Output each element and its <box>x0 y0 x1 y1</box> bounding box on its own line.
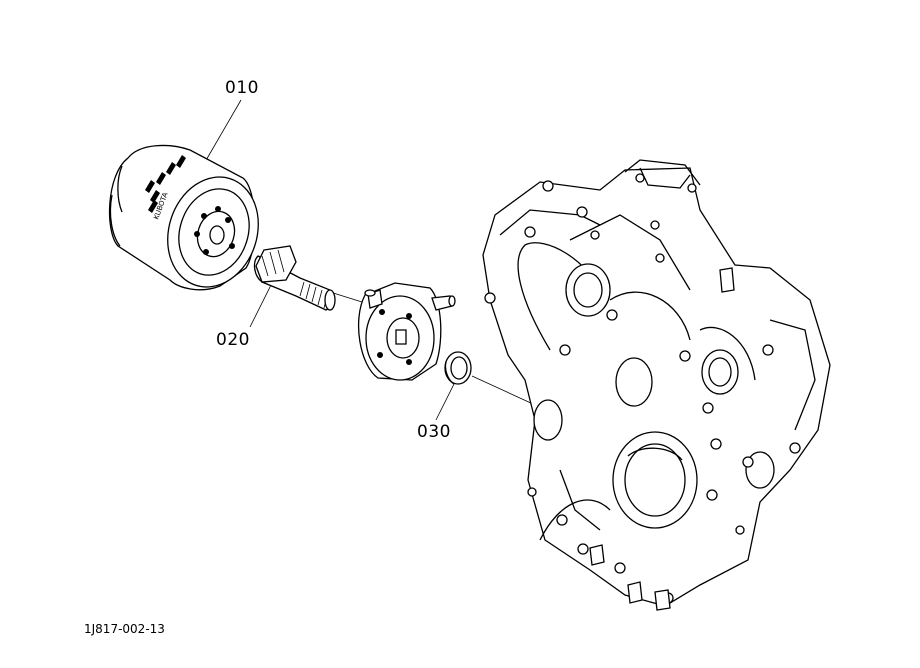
o-ring <box>444 351 472 385</box>
leader-030 <box>435 379 457 421</box>
oil-filter: KUBOTA <box>108 144 259 291</box>
leader-010 <box>204 99 242 163</box>
oil-cooler <box>358 282 456 381</box>
figure-code: 1J817-002-13 <box>84 622 165 636</box>
callout-020: 020 <box>216 330 250 350</box>
callout-030: 030 <box>417 422 451 442</box>
nipple <box>253 245 336 311</box>
gear-case <box>482 159 831 611</box>
callout-010: 010 <box>225 78 259 98</box>
filter-knurl <box>145 155 186 213</box>
assembly-line-b <box>471 375 534 405</box>
leader-020 <box>249 282 273 328</box>
bolt-bosses <box>484 173 801 604</box>
